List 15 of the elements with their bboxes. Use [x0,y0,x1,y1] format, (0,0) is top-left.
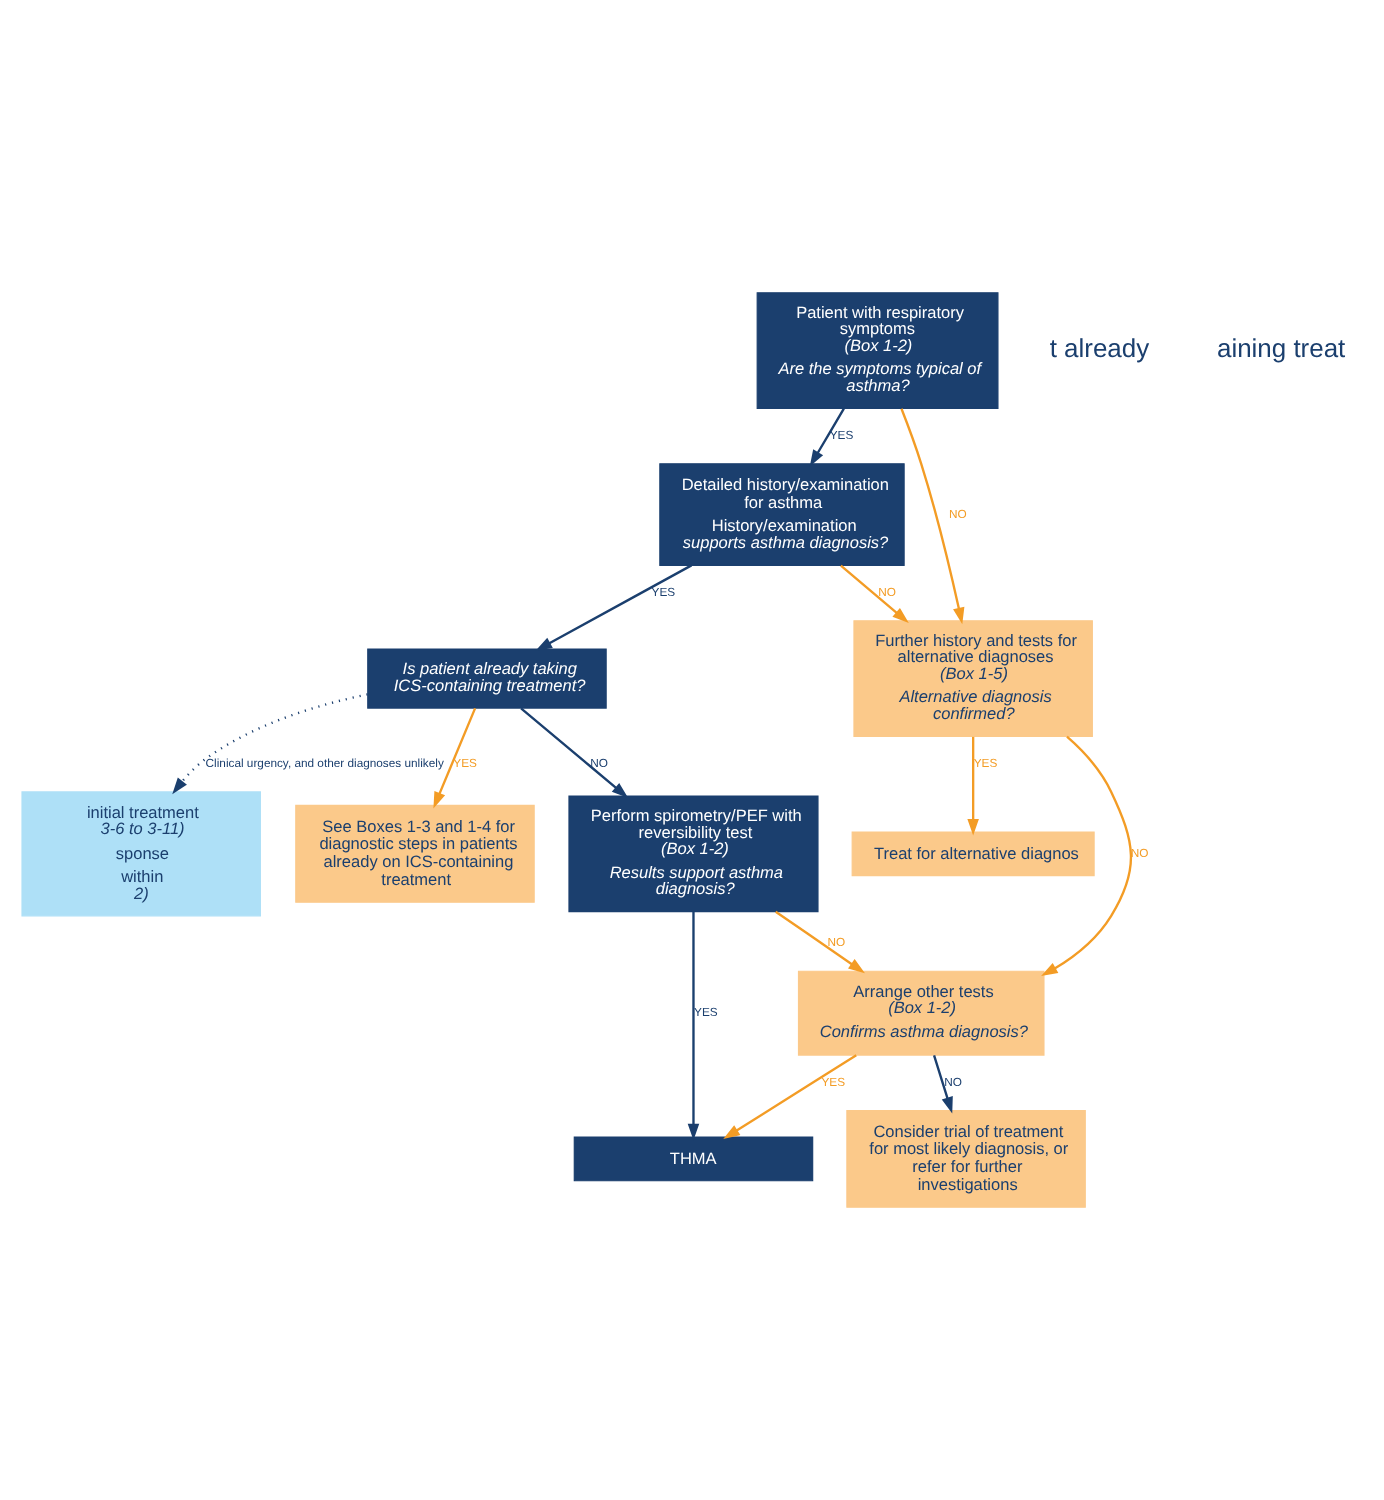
label: t already [1049,333,1150,364]
arrow [1041,735,1133,977]
arrow [723,1054,857,1139]
arrow [687,911,700,1141]
arrow [967,736,979,836]
arrow [900,408,965,625]
arrow [840,564,909,623]
arrow [932,1055,953,1114]
arrow [775,910,865,974]
arrow [433,707,477,809]
arrow [520,707,629,798]
label: aining treat [1216,333,1346,364]
arrow [172,693,368,795]
arrow [809,408,845,467]
arrow [535,564,693,651]
